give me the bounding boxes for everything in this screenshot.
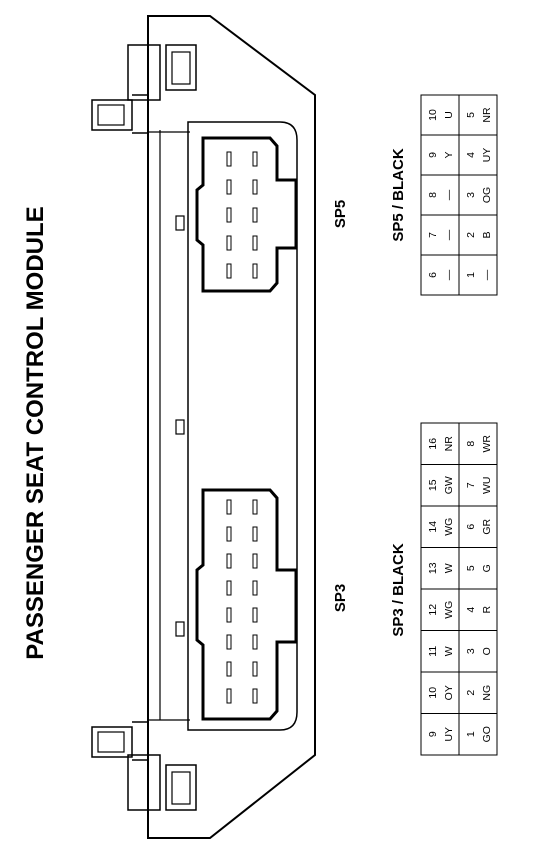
sp3-pin-cell: 9 UY [420, 713, 460, 756]
sp3-wire-color: WU [481, 477, 493, 495]
sp3-wire-color: GR [481, 518, 493, 534]
sp5-pin-number: 9 [427, 152, 439, 158]
sp5-pin-number: 5 [465, 112, 477, 118]
sp3-pin-number: 2 [465, 690, 477, 696]
sp5-pin-cell: 8— [420, 174, 460, 216]
sp5-pin-cell: 5 NR [458, 94, 498, 136]
sp5-pin-cell: 7— [420, 214, 460, 256]
sp5-pin-cell: 10 U [420, 94, 460, 136]
sp3-label: SP3 [332, 584, 349, 612]
sp3-pin-number: 7 [465, 482, 477, 488]
sp3-pin-number: 10 [427, 687, 439, 699]
sp3-pin-number: 6 [465, 524, 477, 530]
sp3-pin-number: 4 [465, 607, 477, 613]
sp3-pin-cell: 7 WU [458, 464, 498, 507]
sp3-cavities [226, 499, 258, 704]
sp3-pin-number: 16 [427, 438, 439, 450]
sp5-socket [195, 136, 298, 293]
sp5-wire-color: Y [443, 151, 455, 158]
sp5-wire-color: — [443, 229, 455, 240]
sp3-wire-color: WG [443, 518, 455, 536]
sp5-wire-color: — [443, 189, 455, 200]
sp3-pin-cell: 2 NG [458, 671, 498, 714]
sp5-pin-cell: 3 OG [458, 174, 498, 216]
module-title: PASSENGER SEAT CONTROL MODULE [22, 206, 49, 659]
sp5-pin-number: 1 [465, 272, 477, 278]
sp3-pin-number: 11 [427, 646, 439, 657]
sp3-pin-number: 1 [465, 731, 477, 737]
sp3-pin-cell: 8 WR [458, 422, 498, 465]
sp3-wire-color: G [481, 564, 493, 572]
sp3-wire-color: NR [443, 436, 455, 452]
sp5-pin-number: 8 [427, 192, 439, 198]
sp5-pin-number: 7 [427, 232, 439, 238]
sp5-wire-color: U [443, 111, 455, 119]
module-housing [91, 15, 316, 839]
sp3-wire-color: O [481, 647, 493, 655]
sp5-wire-color: UY [481, 148, 493, 163]
sp3-wire-color: GO [481, 726, 493, 742]
sp3-pin-cell: 6 GR [458, 505, 498, 548]
sp3-pin-cell: 16 NR [420, 422, 460, 465]
sp3-wire-color: OY [443, 685, 455, 700]
sp3-pin-number: 3 [465, 648, 477, 654]
sp5-wire-color: NR [481, 107, 493, 123]
sp5-pin-number: 6 [427, 272, 439, 278]
sp3-pin-number: 14 [427, 521, 439, 533]
sp5-pin-number: 10 [427, 109, 439, 121]
sp3-wire-color: WG [443, 601, 455, 619]
sp5-cavities [226, 151, 258, 279]
sp3-pin-number: 8 [465, 441, 477, 447]
sp3-table-title: SP3 / BLACK [390, 543, 407, 637]
sp5-wire-color: OG [481, 187, 493, 203]
sp3-pin-number: 13 [427, 562, 439, 574]
sp5-pin-number: 2 [465, 232, 477, 238]
sp3-wire-color: W [443, 646, 455, 656]
sp3-pin-cell: 12 WG [420, 588, 460, 631]
sp3-pin-cell: 11 W [420, 630, 460, 673]
sp3-pin-cell: 1 GO [458, 713, 498, 756]
sp3-wire-color: R [481, 606, 493, 614]
sp5-pin-cell: 1— [458, 254, 498, 296]
sp3-pin-cell: 14 WG [420, 505, 460, 548]
sp3-wire-color: UY [443, 727, 455, 742]
sp3-pin-number: 5 [465, 565, 477, 571]
sp3-pin-number: 15 [427, 479, 439, 491]
sp5-label: SP5 [332, 200, 349, 228]
sp3-wire-color: NG [481, 685, 493, 701]
sp3-socket [195, 488, 298, 721]
sp3-pin-number: 12 [427, 604, 439, 616]
sp5-pin-number: 4 [465, 152, 477, 158]
sp5-pin-cell: 4 UY [458, 134, 498, 176]
sp5-table-title: SP5 / BLACK [390, 148, 407, 242]
sp3-pin-number: 9 [427, 731, 439, 737]
sp5-pin-number: 3 [465, 192, 477, 198]
sp3-wire-color: W [443, 563, 455, 573]
sp3-pin-cell: 13 W [420, 547, 460, 590]
sp5-wire-color: — [443, 269, 455, 280]
sp3-pin-cell: 10 OY [420, 671, 460, 714]
sp5-wire-color: — [481, 269, 493, 280]
sp3-pin-cell: 15 GW [420, 464, 460, 507]
sp3-wire-color: GW [443, 476, 455, 494]
sp3-wire-color: WR [481, 435, 493, 453]
sp5-pin-cell: 6— [420, 254, 460, 296]
sp5-wire-color: B [481, 231, 493, 238]
